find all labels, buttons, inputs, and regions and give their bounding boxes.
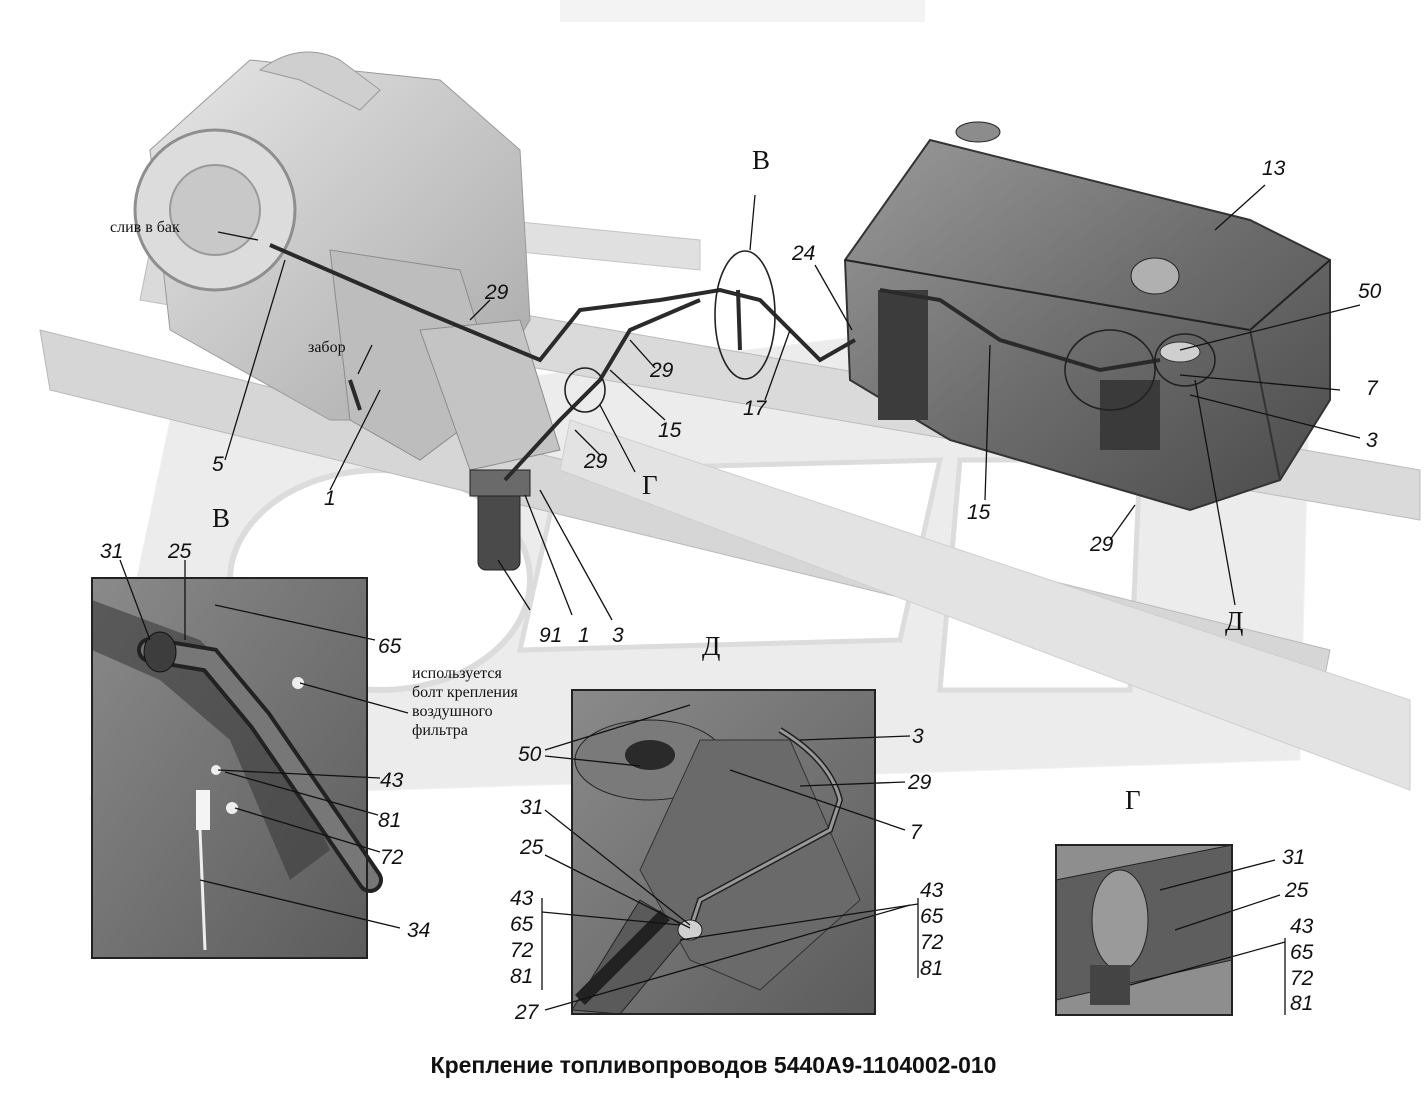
detail-circles [564, 250, 1216, 413]
callout-13: 13 [1262, 157, 1286, 180]
inset-d-drawing [571, 690, 875, 1015]
fuel-tank [843, 121, 1331, 512]
inset-g-callout-25: 25 [1285, 879, 1309, 902]
callout-15-b: 15 [967, 501, 991, 524]
view-label-g-inset: Г [1125, 785, 1141, 815]
inset-v-frame [91, 577, 368, 959]
callout-91: 91 [539, 624, 563, 647]
view-label-g-main: Г [642, 470, 658, 500]
inset-d-callout-7: 7 [910, 821, 922, 844]
inset-v-callout-81: 81 [378, 809, 402, 832]
top-band [560, 0, 925, 22]
callout-24: 24 [792, 242, 816, 265]
callout-3-tank: 3 [1366, 429, 1378, 452]
inset-v-callout-43: 43 [380, 769, 404, 792]
callout-5: 5 [212, 453, 224, 476]
inset-d-callout-25: 25 [520, 836, 544, 859]
inset-v-callout-31: 31 [100, 540, 124, 563]
engine-block [133, 51, 561, 471]
callout-29-a: 29 [485, 281, 509, 304]
inset-d-stack-left-2: 65 [510, 913, 534, 936]
view-label-v-main: В [752, 145, 771, 175]
inset-v-callout-34: 34 [407, 919, 431, 942]
inset-v-callout-72: 72 [380, 846, 404, 869]
view-label-d-inset: Д [702, 631, 721, 661]
leader-lines-main [217, 184, 1361, 621]
callout-1-a: 1 [324, 487, 336, 510]
inset-g-stack-1: 43 [1290, 915, 1314, 938]
callout-29-d: 29 [1090, 533, 1114, 556]
callout-7-main: 7 [1366, 377, 1378, 400]
note-intake: забор [308, 339, 346, 356]
inset-d-stack-right-3: 72 [920, 931, 944, 954]
inset-d-stack-right-2: 65 [920, 905, 944, 928]
inset-v-drawing [92, 578, 383, 958]
inset-v-callout-65: 65 [378, 635, 402, 658]
view-label-d-main: Д [1225, 606, 1244, 636]
inset-d-stack-left-1: 43 [510, 887, 534, 910]
inset-g-drawing [1055, 844, 1233, 1015]
leader-lines-insets [119, 559, 1286, 1015]
note-air-filter-line-2: болт крепления [412, 684, 518, 701]
callout-29-c: 29 [584, 450, 608, 473]
note-drain-to-tank: слив в бак [110, 219, 180, 236]
inset-d-stack-left-3: 72 [510, 939, 534, 962]
callout-15-a: 15 [658, 419, 682, 442]
inset-d-callout-27: 27 [515, 1001, 539, 1024]
callout-1-b: 1 [578, 624, 590, 647]
note-air-filter-line-4: фильтра [412, 722, 468, 739]
inset-d-stack-right-4: 81 [920, 957, 944, 980]
diagram-title: Крепление топливопроводов 5440А9-1104002… [430, 1052, 997, 1078]
fuel-lines [269, 243, 1161, 482]
callout-50-main: 50 [1358, 280, 1382, 303]
callout-29-b: 29 [650, 359, 674, 382]
callout-3-filter: 3 [612, 624, 624, 647]
inset-d-stack-right-1: 43 [920, 879, 944, 902]
inset-d-callout-3: 3 [912, 725, 924, 748]
inset-g-callout-31: 31 [1282, 846, 1306, 869]
callout-17: 17 [743, 397, 767, 420]
inset-d-callout-29: 29 [908, 771, 932, 794]
note-air-filter-line-1: используется [412, 665, 502, 682]
inset-d-stack-left-4: 81 [510, 965, 534, 988]
inset-g-stack-4: 81 [1290, 992, 1314, 1015]
note-air-filter-line-3: воздушного [412, 703, 493, 720]
inset-d-callout-50: 50 [518, 743, 542, 766]
view-label-v-inset: В [212, 503, 231, 533]
inset-g-stack-3: 72 [1290, 967, 1314, 990]
inset-v-callout-25: 25 [168, 540, 192, 563]
inset-g-stack-2: 65 [1290, 941, 1314, 964]
inset-d-callout-31: 31 [520, 796, 544, 819]
inset-d-frame [571, 689, 876, 1015]
fuel-filter [469, 469, 531, 571]
inset-g-frame [1055, 844, 1233, 1016]
